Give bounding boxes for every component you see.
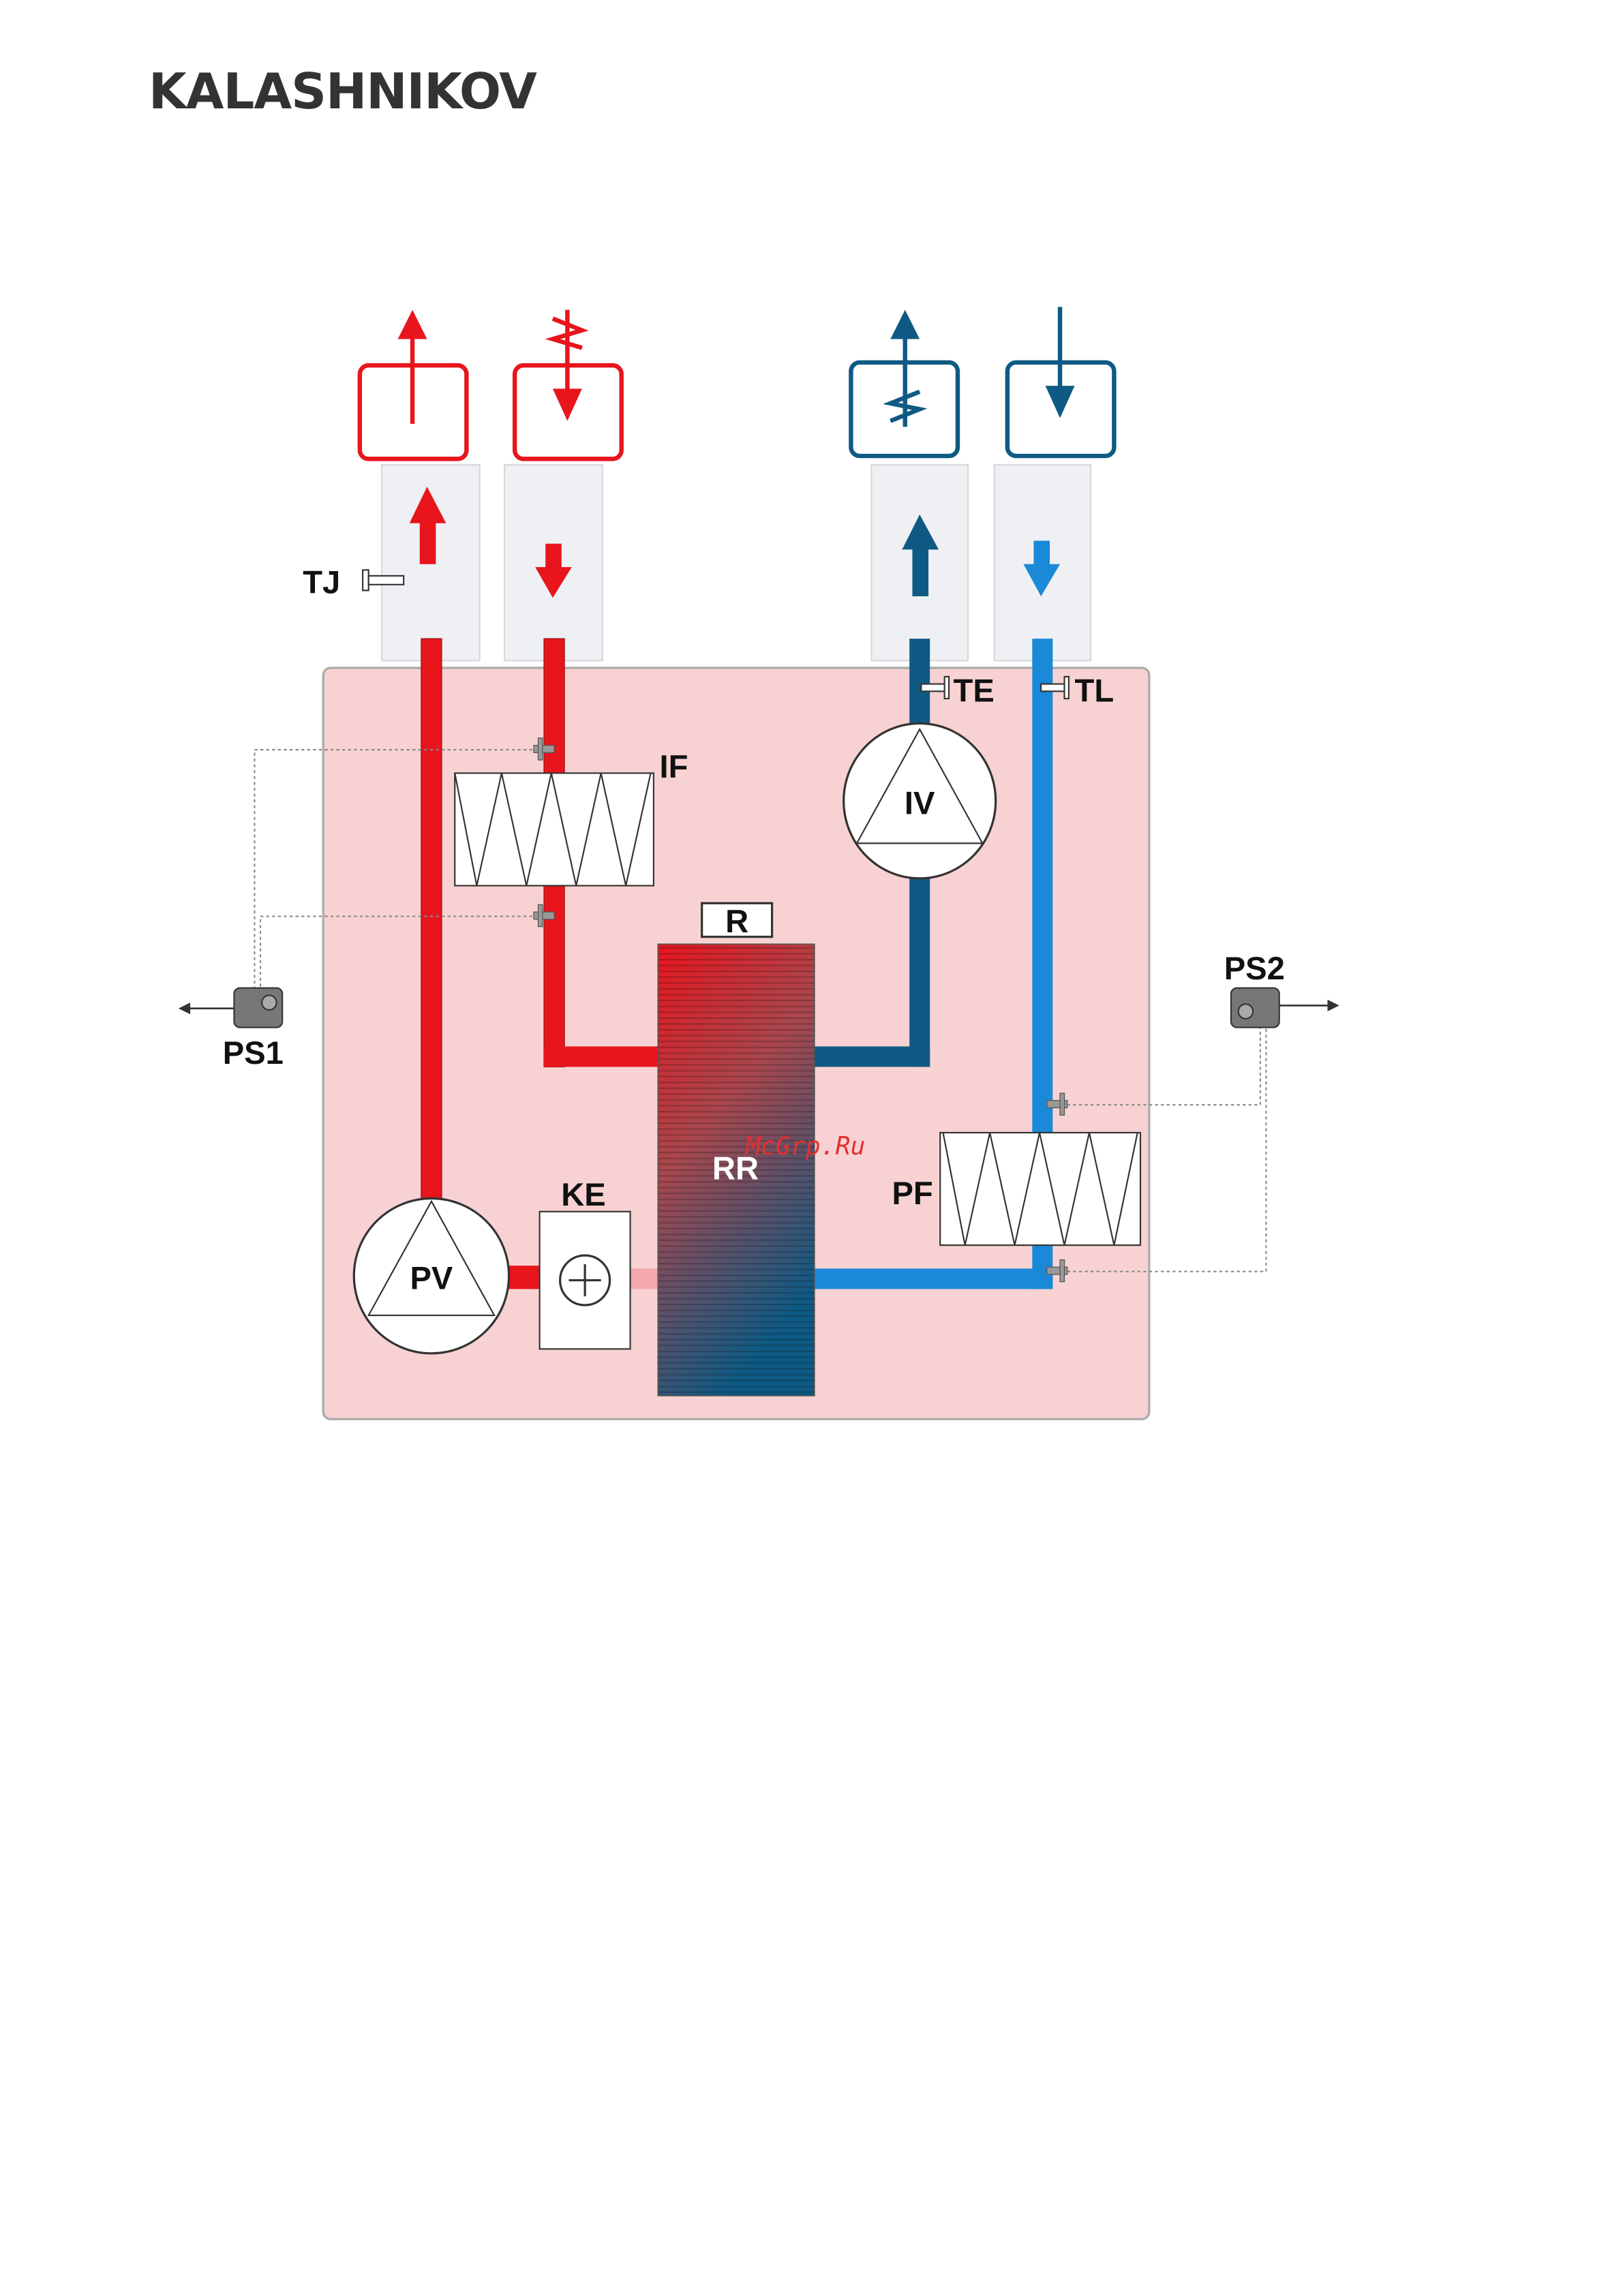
pressure-tubes [254, 749, 1267, 1272]
air-ducts [380, 463, 1092, 662]
r-label: R [725, 903, 748, 939]
pressure-taps [533, 737, 1068, 1283]
iv-label: IV [905, 784, 935, 821]
pf-label: PF [892, 1175, 932, 1211]
supply-filter: PF [892, 1131, 1142, 1246]
ke-label: KE [561, 1176, 606, 1212]
ps2-label: PS2 [1224, 950, 1285, 986]
watermark: McGrp.Ru [744, 1131, 865, 1161]
extract-filter: IF [454, 748, 688, 887]
flow-arrows [409, 487, 1061, 598]
supply-fan: IV [843, 722, 997, 880]
ps1-label: PS1 [223, 1035, 284, 1071]
rr-label: RR [712, 1150, 759, 1187]
tl-label: TL [1075, 672, 1114, 708]
brand-logo: KALASHNIKOV [149, 63, 537, 120]
extract-air-symbol [512, 309, 624, 461]
electric-heater: KE [539, 1176, 631, 1350]
rotor-drive: R [701, 902, 774, 939]
te-label: TE [954, 672, 995, 708]
if-label: IF [659, 748, 688, 784]
supply-air-symbol [849, 309, 960, 459]
tj-label: TJ [303, 564, 340, 600]
exhaust-air-symbol [357, 309, 469, 461]
tl-sensor-icon [1040, 675, 1070, 700]
pv-label: PV [410, 1259, 453, 1296]
outdoor-air-symbol [1005, 307, 1117, 459]
te-sensor-icon [920, 675, 950, 700]
temperature-sensors: TJ TE TL [303, 564, 1114, 709]
rotary-heat-exchanger: RR [657, 943, 815, 1396]
ps2-pressure-switch-icon: PS2 [1224, 950, 1339, 1028]
ps1-pressure-switch-icon: PS1 [178, 987, 284, 1071]
exhaust-fan: PV [352, 1197, 511, 1355]
tj-sensor-icon [362, 569, 405, 592]
